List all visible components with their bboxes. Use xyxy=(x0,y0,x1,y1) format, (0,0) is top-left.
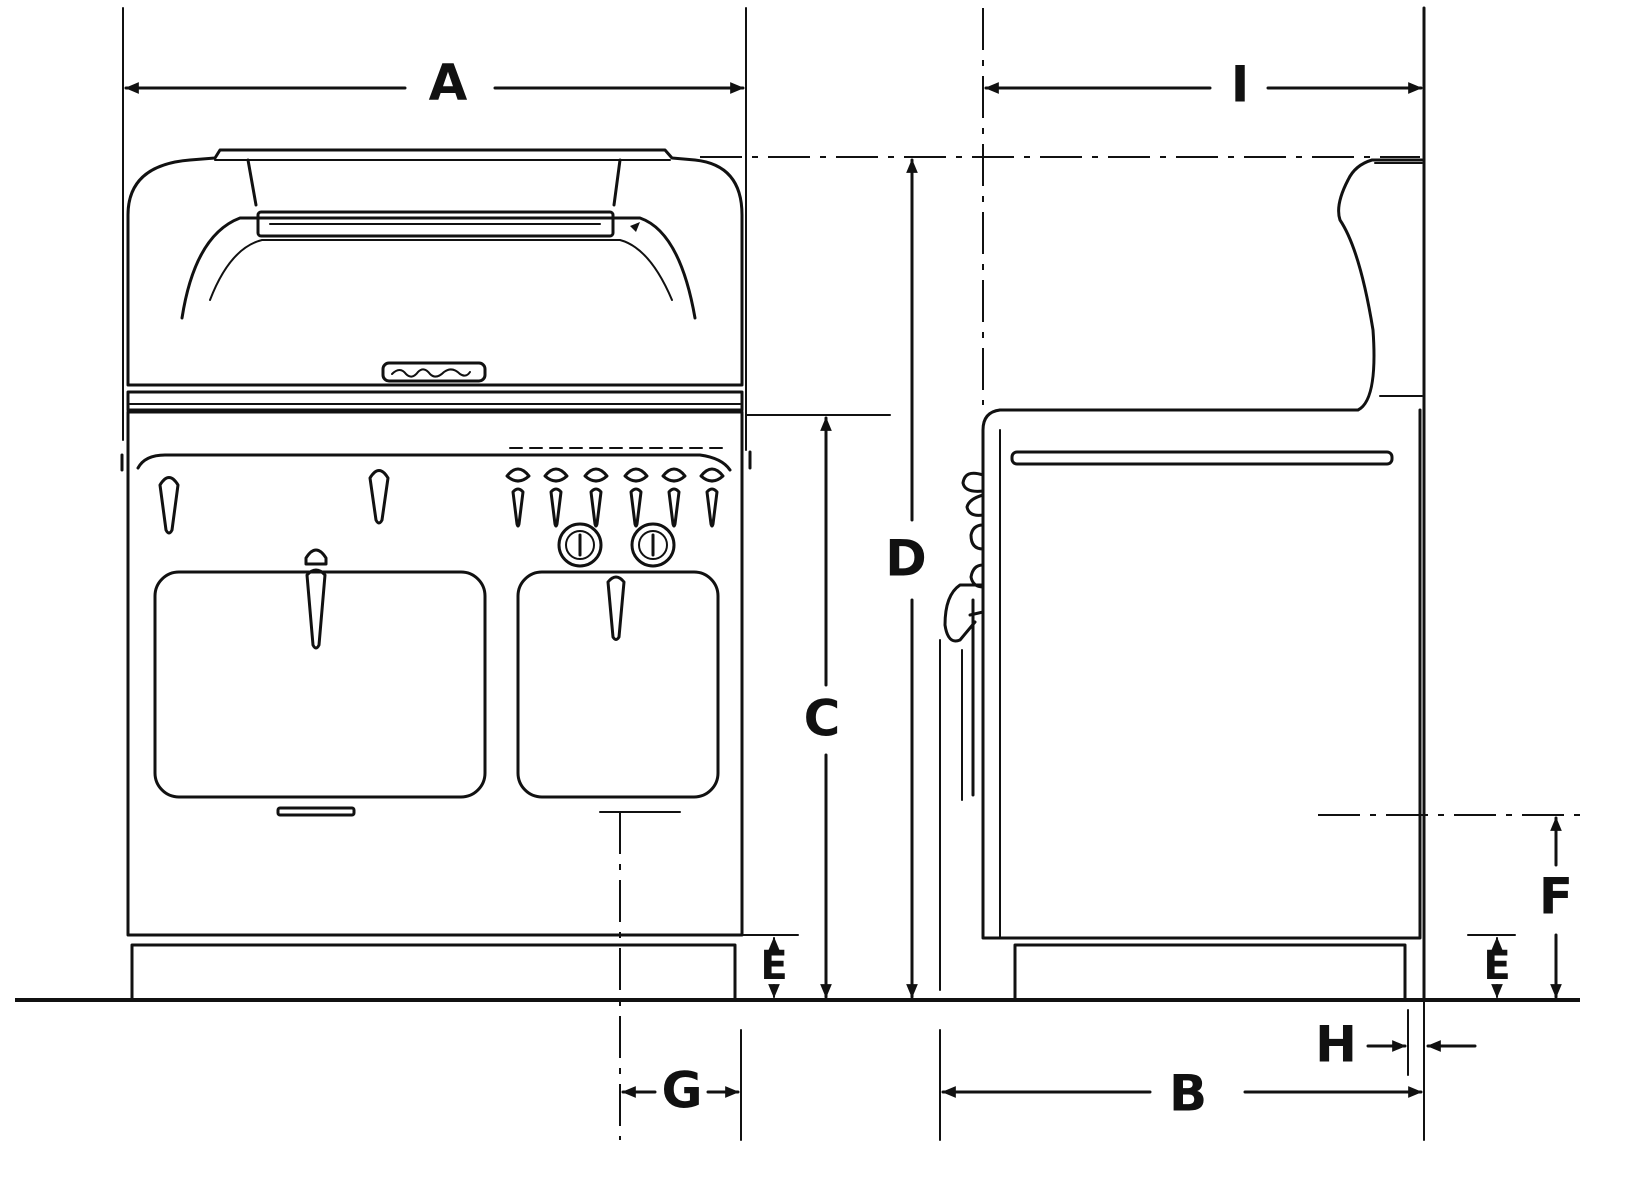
label-g: G xyxy=(661,1062,702,1120)
oven-door-left xyxy=(153,570,487,799)
burner-knob-1 xyxy=(505,467,531,528)
handle-left-2 xyxy=(368,469,390,525)
burner-knobs xyxy=(505,467,725,528)
backguard-arch xyxy=(180,216,697,320)
side-rail xyxy=(1010,450,1394,466)
backguard-inner-arch xyxy=(209,239,673,301)
front-base xyxy=(130,943,737,1002)
brand-nameplate xyxy=(381,361,487,383)
control-rail xyxy=(136,453,732,472)
side-body xyxy=(981,408,1422,940)
label-f: F xyxy=(1539,868,1573,926)
oven-handle-left xyxy=(304,548,328,650)
brand-nameplate-script xyxy=(391,368,471,378)
side-door-handle xyxy=(943,583,985,643)
side-backguard xyxy=(998,158,1424,412)
burner-knob-6 xyxy=(699,467,725,528)
backguard-clock-dot xyxy=(630,222,640,232)
cooktop-ledge xyxy=(126,390,744,412)
side-view xyxy=(943,6,1426,1002)
label-i: I xyxy=(1231,56,1250,114)
label-c: C xyxy=(804,690,841,748)
burner-knob-4 xyxy=(623,467,649,528)
burner-knob-2 xyxy=(543,467,569,528)
oven-door-right xyxy=(516,570,720,799)
drawer-pull xyxy=(276,806,356,817)
label-e-side: E xyxy=(1483,943,1510,989)
oven-handle-right xyxy=(606,575,626,641)
label-e-front: E xyxy=(760,943,787,989)
side-knobs xyxy=(961,471,985,589)
body-left-corner xyxy=(120,450,752,472)
label-h: H xyxy=(1315,1016,1357,1074)
label-a: A xyxy=(429,54,468,112)
burner-knob-5 xyxy=(661,467,687,528)
side-base xyxy=(1013,943,1407,1002)
oven-dial-right xyxy=(630,522,676,568)
backguard-light-panel xyxy=(256,210,615,238)
oven-dial-left xyxy=(557,522,603,568)
label-d: D xyxy=(885,530,927,588)
stove-body xyxy=(126,410,744,937)
front-view xyxy=(120,7,752,1002)
label-b: B xyxy=(1169,1065,1207,1123)
handle-left-1 xyxy=(158,476,180,535)
backguard-left-bracket xyxy=(246,158,622,207)
burner-knob-3 xyxy=(583,467,609,528)
backguard xyxy=(126,148,744,387)
